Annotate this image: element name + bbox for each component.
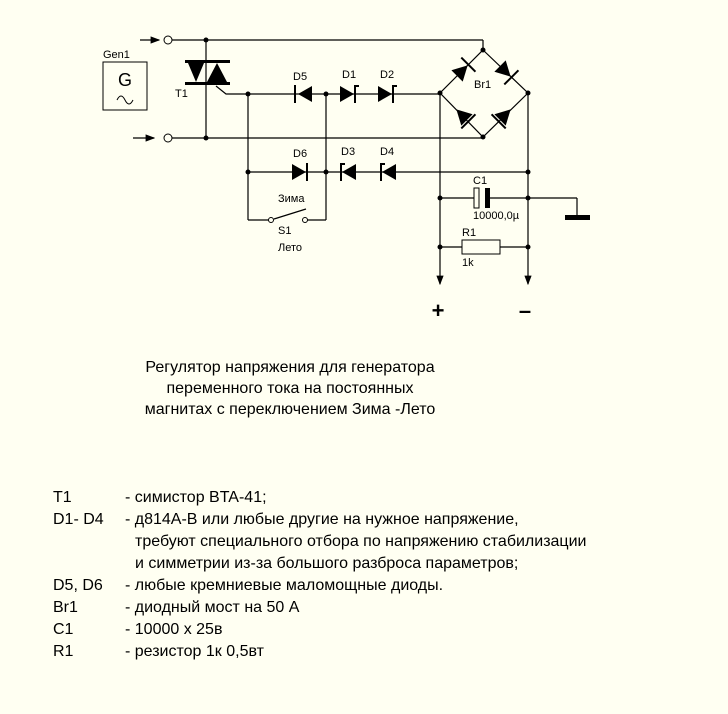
switch-contact <box>268 217 274 223</box>
part-name: C1 <box>53 621 74 638</box>
junction-dots <box>203 37 531 250</box>
resistor-value: 1k <box>462 257 474 269</box>
part-desc: и симметрии из-за большого разброса пара… <box>135 555 519 572</box>
input-terminal-bottom <box>163 133 173 143</box>
generator-symbol: G <box>102 61 148 111</box>
part-desc: - 10000 х 25в <box>125 621 223 638</box>
bridge-label: Br1 <box>474 79 491 91</box>
generator-letter: G <box>118 70 132 90</box>
capacitor-c1 <box>473 187 490 209</box>
part-desc: - симистор BTA-41; <box>125 489 267 506</box>
switch-winter-label: Зима <box>278 193 305 205</box>
switch-contact <box>302 217 308 223</box>
part-desc: - д814А-В или любые другие на нужное нап… <box>125 511 519 528</box>
output-minus: – <box>519 298 531 323</box>
zener-d4 <box>380 163 396 181</box>
ground-icon <box>565 215 590 220</box>
resistor-label: R1 <box>462 227 476 239</box>
part-name: Br1 <box>53 599 78 616</box>
generator-label: Gen1 <box>103 49 130 61</box>
part-name: D5, D6 <box>53 577 103 594</box>
resistor-r1 <box>461 239 501 255</box>
switch-label: S1 <box>278 225 291 237</box>
output-plus: + <box>432 298 445 323</box>
d6-label: D6 <box>293 148 307 160</box>
part-name: D1- D4 <box>53 511 104 528</box>
title-line: магнитах с переключением Зима -Лето <box>144 401 436 418</box>
triac-label: T1 <box>175 88 188 100</box>
d4-label: D4 <box>380 146 394 158</box>
part-name: T1 <box>53 489 72 506</box>
d1-label: D1 <box>342 69 356 81</box>
d5-label: D5 <box>293 71 307 83</box>
input-terminal-top <box>163 35 173 45</box>
zener-d1 <box>340 85 359 103</box>
triac-symbol <box>185 60 230 85</box>
zener-d3 <box>340 163 356 181</box>
title-line: Регулятор напряжения для генератора <box>145 359 435 376</box>
part-desc: - диодный мост на 50 А <box>125 599 300 616</box>
diode-d6 <box>292 163 308 181</box>
switch-summer-label: Лето <box>278 242 302 254</box>
bridge-diodes <box>451 56 520 130</box>
title-line: переменного тока на постоянных <box>166 380 414 397</box>
capacitor-value: 10000,0µ <box>473 210 520 222</box>
zener-d2 <box>378 85 397 103</box>
diagram-title: Регулятор напряжения для генератора пере… <box>90 357 490 420</box>
d2-label: D2 <box>380 69 394 81</box>
capacitor-label: C1 <box>473 175 487 187</box>
part-desc: требуют специального отбора по напряжени… <box>135 533 587 550</box>
part-desc: - резистор 1к 0,5вт <box>125 643 264 660</box>
diode-d5 <box>294 85 312 103</box>
part-name: R1 <box>53 643 74 660</box>
part-desc: - любые кремниевые маломощные диоды. <box>125 577 444 594</box>
d3-label: D3 <box>341 146 355 158</box>
ac-wave-icon <box>116 95 134 105</box>
